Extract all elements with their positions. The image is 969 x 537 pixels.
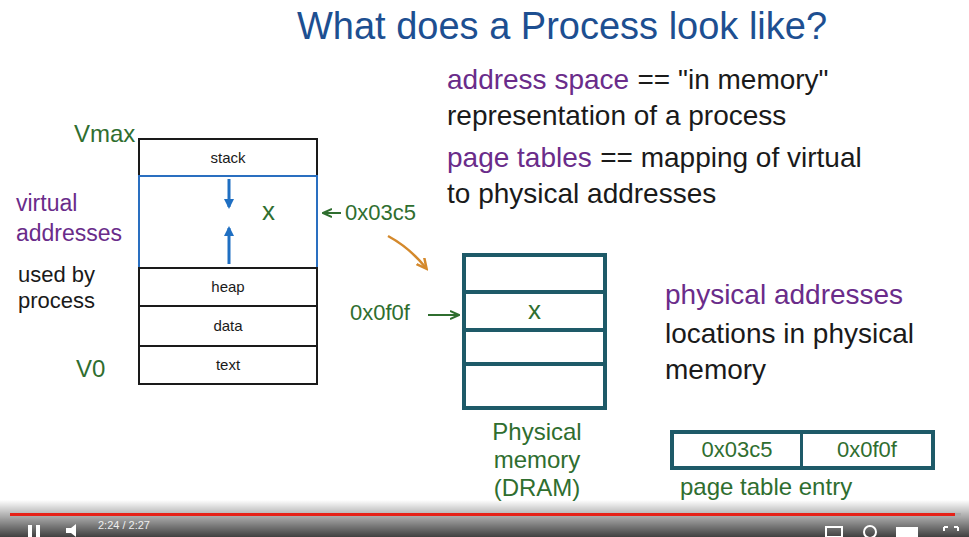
physical-address: 0x0f0f: [350, 300, 410, 326]
segment-box: heap: [138, 267, 318, 307]
logo-icon: [896, 527, 918, 537]
label-wrap: physical addresses: [665, 278, 903, 312]
address-pointer: [428, 314, 458, 316]
title-wrap: What does a Process look like?: [262, 2, 862, 50]
physical-memory: Physical memory (DRAM) x: [450, 253, 625, 505]
fullscreen-icon: [944, 527, 958, 531]
label-wrap: virtual addresses: [16, 188, 137, 248]
settings-icon: [864, 526, 876, 537]
heading-wrap: Physical memory (DRAM): [472, 418, 602, 502]
label-wrap: 0x0f0f: [350, 300, 410, 326]
table-cell: 0x03c5: [674, 434, 803, 466]
stack-growth-arrow: [228, 179, 231, 207]
title: What does a Process look like?: [262, 2, 862, 50]
node-label: 0x0f0f: [837, 437, 897, 462]
label-wrap: 0x03c5: [345, 200, 416, 226]
page-table-entry: page table entry 0x03c5 0x0f0f: [670, 430, 935, 505]
node-label: heap: [211, 278, 244, 295]
progress-rest: [955, 513, 961, 516]
node-heading: page table entry: [680, 473, 930, 501]
heading-wrap: page table entry: [680, 473, 930, 501]
label-wrap: used by process: [18, 262, 130, 314]
node-label: x: [528, 296, 541, 326]
mapping-arrow: [388, 236, 426, 268]
node-label: text: [216, 356, 240, 373]
pause-icon: [28, 525, 32, 537]
term: physical addresses: [665, 278, 903, 312]
term: address space: [447, 64, 629, 95]
volume-icon: [66, 524, 76, 537]
video-time: 2:24 / 2:27: [98, 519, 150, 532]
node-label: stack: [210, 149, 245, 166]
memory-row-line: [464, 362, 605, 366]
free-space-box: x: [138, 175, 318, 269]
pause-icon: [36, 525, 40, 537]
definition: locations in physical memory: [665, 316, 955, 388]
segment-box: text: [138, 345, 318, 385]
term: page tables: [447, 142, 592, 173]
memory-frame: x: [466, 290, 603, 332]
definition-block: address space== "in memory" representati…: [447, 62, 887, 134]
player-bar: [0, 500, 969, 537]
address-bound: V0: [76, 355, 105, 384]
address-pointer: [324, 212, 341, 214]
label-wrap: locations in physical memory: [665, 316, 955, 388]
label-wrap: Vmax: [74, 120, 135, 149]
address-bound: Vmax: [74, 120, 135, 149]
label-wrap: 2:24 / 2:27: [98, 519, 150, 532]
segment-box: data: [138, 305, 318, 347]
side-note: virtual addresses: [16, 188, 137, 248]
progress-bar: [10, 513, 955, 516]
definition-block: page tables== mapping of virtual to phys…: [447, 140, 887, 212]
node-label: x: [262, 197, 275, 227]
table-cell: 0x0f0f: [803, 434, 931, 466]
node-heading: Physical memory (DRAM): [472, 418, 602, 502]
label-wrap: V0: [76, 355, 105, 384]
node-label: data: [213, 317, 242, 334]
captions-icon: [826, 527, 842, 537]
virtual-address: 0x03c5: [345, 200, 416, 226]
node-label: 0x03c5: [702, 437, 773, 462]
segment-box: stack: [138, 138, 318, 177]
heap-growth-arrow: [228, 228, 231, 264]
side-note: used by process: [18, 262, 130, 314]
